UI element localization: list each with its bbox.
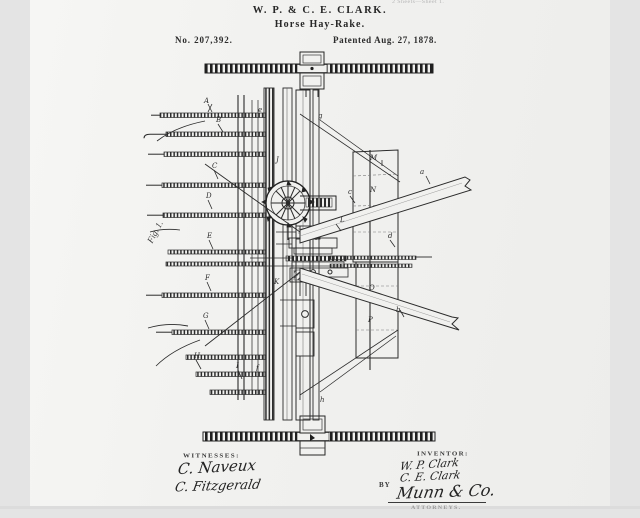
svg-text:g: g — [318, 112, 323, 120]
witness-signature-2: C. Fitzgerald — [173, 477, 262, 496]
invention-title: Horse Hay-Rake. — [274, 19, 366, 30]
svg-text:O: O — [369, 284, 375, 292]
draft-shafts — [204, 113, 473, 396]
svg-text:L: L — [339, 216, 345, 224]
reference-leaders — [195, 103, 431, 380]
svg-text:H: H — [193, 352, 201, 360]
inventors-heading: W. P. & C. E. CLARK. — [252, 5, 388, 16]
patent-number: No. 207,392. — [175, 35, 233, 45]
attorney-signature: Munn & Co. — [395, 480, 498, 503]
by-label: BY — [379, 481, 391, 489]
svg-text:e: e — [258, 106, 262, 114]
svg-text:N: N — [369, 186, 377, 194]
svg-text:C: C — [212, 162, 218, 170]
ratchet-wheel — [261, 180, 337, 240]
inventor-label: INVENTOR: — [417, 450, 469, 458]
svg-text:J: J — [274, 156, 280, 164]
svg-text:F: F — [204, 274, 211, 282]
svg-text:d: d — [388, 232, 393, 240]
svg-text:E: E — [206, 232, 212, 240]
witnesses-label: WITNESSES: — [183, 452, 240, 460]
right-horizontal-bars — [329, 255, 432, 268]
lower-mechanism — [280, 299, 315, 400]
rake-teeth-group — [143, 112, 267, 395]
svg-text:A: A — [203, 97, 209, 105]
svg-text:P: P — [367, 316, 373, 324]
svg-text:B: B — [215, 116, 221, 124]
svg-text:f: f — [255, 364, 260, 372]
reference-letters: A B C D E F G H I J K L M N O P a b c d — [193, 97, 424, 404]
svg-text:c: c — [348, 188, 352, 196]
svg-text:b: b — [396, 306, 401, 314]
top-hub — [299, 51, 325, 97]
page-bottom-edge — [0, 506, 640, 509]
patent-date: Patented Aug. 27, 1878. — [333, 35, 437, 45]
svg-text:K: K — [273, 278, 280, 286]
svg-text:a: a — [420, 168, 424, 176]
seat-board — [352, 149, 399, 359]
attorney-label: ATTORNEYS. — [411, 505, 462, 511]
sheet-note: 2 Sheets—Sheet 1. — [392, 0, 445, 5]
svg-text:M: M — [369, 154, 378, 162]
attorney-rule — [388, 502, 486, 503]
svg-text:G: G — [203, 312, 209, 320]
svg-text:h: h — [320, 396, 325, 404]
svg-text:D: D — [205, 192, 212, 200]
svg-text:I: I — [235, 362, 239, 370]
main-frame-verticals — [237, 87, 371, 421]
